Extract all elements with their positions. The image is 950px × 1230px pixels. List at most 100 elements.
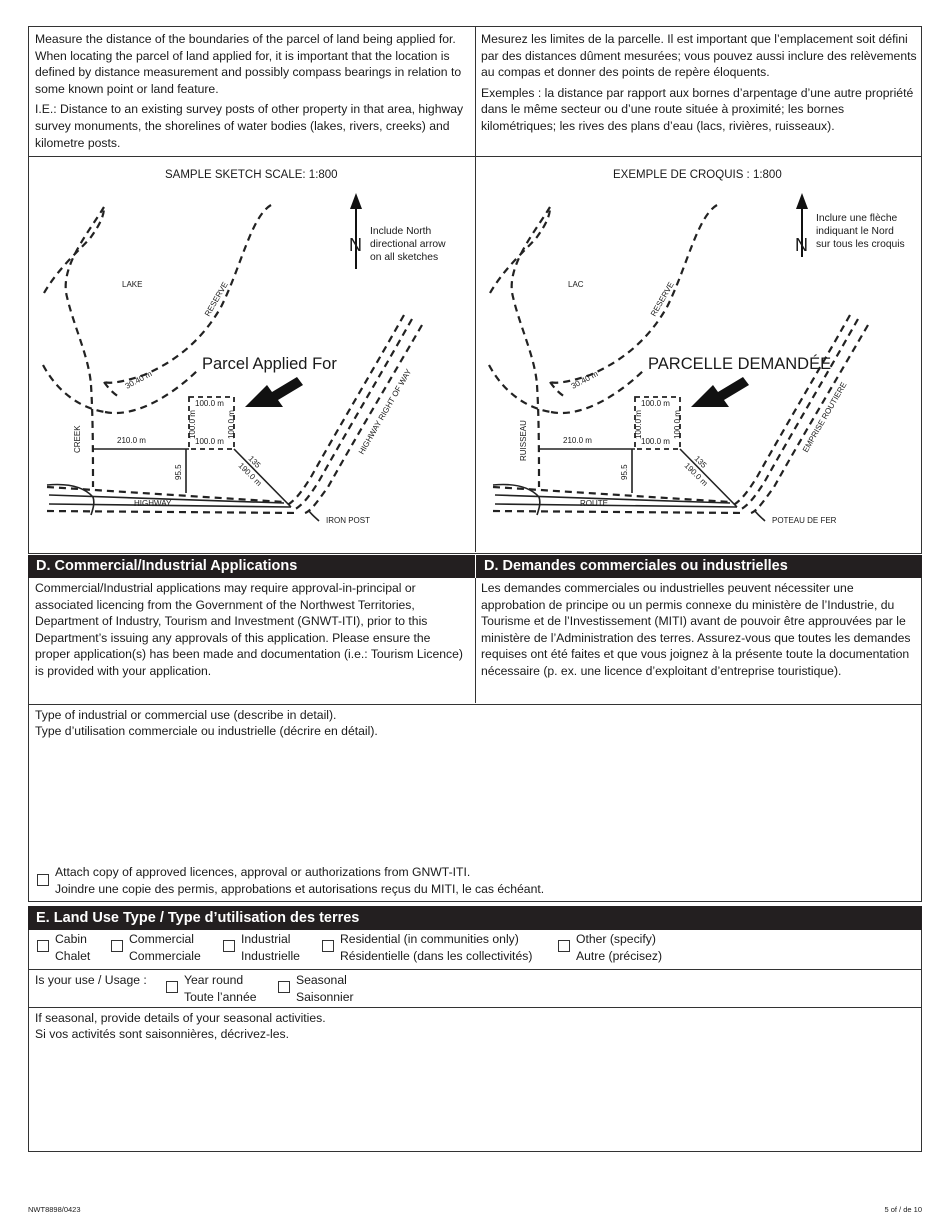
- highway-top: [46, 485, 285, 504]
- highway-row-3: [750, 324, 869, 515]
- intro-en-p2: I.E.: Distance to an existing survey pos…: [35, 102, 464, 150]
- intro-table: Measure the distance of the boundaries o…: [28, 26, 922, 157]
- year-round-checkbox[interactable]: [166, 981, 178, 993]
- sketch-en: N SAMPLE SKETCH SCALE: 1:800 Include Nor…: [42, 169, 446, 525]
- industrial-label: Industrial Industrielle: [241, 931, 300, 964]
- lake-shore-lower: [488, 364, 552, 414]
- seasonal-label-fr-text: Si vos activités sont saisonnières, décr…: [35, 1027, 290, 1041]
- lake-shore-right: [510, 206, 551, 386]
- highway-bottom: [46, 509, 300, 515]
- commercial-label-fr: Commerciale: [129, 948, 201, 963]
- intro-divider: [475, 27, 476, 156]
- parcel-label: Parcel Applied For: [202, 355, 337, 373]
- road-line-2: [48, 503, 292, 508]
- residential-label: Residential (in communities only) Réside…: [340, 931, 532, 964]
- cabin-label-fr: Chalet: [55, 948, 91, 963]
- cabin-checkbox[interactable]: [37, 940, 49, 952]
- north-note-3: sur tous les croquis: [816, 239, 905, 250]
- use-description-input[interactable]: [35, 745, 915, 863]
- seasonal-details-input[interactable]: [35, 1048, 915, 1146]
- usage-label: Is your use / Usage :: [35, 973, 147, 987]
- measure-diag: [233, 448, 292, 508]
- intro-fr: Mesurez les limites de la parcelle. Il e…: [481, 31, 917, 139]
- road-line: [494, 494, 731, 504]
- residential-label-fr: Résidentielle (dans les collectivités): [340, 948, 533, 963]
- highway-label: ROUTE: [580, 499, 608, 508]
- other-label-fr: Autre (précisez): [576, 948, 663, 963]
- sketch-area: [28, 156, 922, 554]
- commercial-checkbox[interactable]: [111, 940, 123, 952]
- lake-shore-left: [43, 206, 106, 294]
- dist-100-right: 100.0 m: [227, 410, 236, 439]
- dist-100-left: 100.0 m: [634, 410, 643, 439]
- cabin-label: Cabin Chalet: [55, 931, 90, 964]
- highway-row-label: EMPRISE ROUTIERE: [801, 381, 849, 454]
- section-d-text-en: Commercial/Industrial applications may r…: [35, 581, 463, 678]
- north-note-2: directional arrow: [370, 239, 446, 250]
- dist-955: 95.5: [620, 464, 629, 480]
- reserve-label: RESERVE: [649, 281, 676, 318]
- creek-stub: [46, 483, 95, 516]
- sketch-divider: [475, 156, 476, 552]
- road-line-2: [494, 503, 738, 508]
- other-checkbox[interactable]: [558, 940, 570, 952]
- seasonal-label-en: Seasonal: [296, 973, 347, 987]
- dist-100-left: 100.0 m: [188, 410, 197, 439]
- lake-shore-lower: [42, 364, 106, 414]
- section-e-header: E. Land Use Type / Type d’utilisation de…: [28, 906, 922, 930]
- post-hook: [308, 510, 320, 522]
- land-use-types-row: Cabin Chalet Commercial Commerciale Indu…: [28, 930, 922, 970]
- industrial-checkbox[interactable]: [223, 940, 235, 952]
- page-number: 5 of / de 10: [884, 1205, 922, 1214]
- parcel-label: PARCELLE DEMANDÉE: [648, 354, 831, 373]
- north-note-1: Inclure une flèche: [816, 213, 898, 224]
- dist-210: 210.0 m: [563, 436, 592, 445]
- north-arrow-icon: [350, 193, 362, 269]
- attach-label-en: Attach copy of approved licences, approv…: [55, 865, 471, 879]
- lake-shore-right: [64, 206, 105, 386]
- attach-checkbox[interactable]: [37, 874, 49, 886]
- shore-lower-3: [103, 381, 120, 398]
- cabin-label-en: Cabin: [55, 932, 87, 946]
- reserve-line: [549, 204, 718, 384]
- other-label-en: Other (specify): [576, 932, 656, 946]
- lake-label: LAKE: [122, 280, 142, 289]
- dist-210: 210.0 m: [117, 436, 146, 445]
- parcel-arrow-icon: [245, 377, 303, 407]
- dist-3040: 30.40 m: [124, 369, 154, 391]
- year-round-label-en: Year round: [184, 973, 244, 987]
- creek-label: RUISSEAU: [519, 420, 528, 461]
- north-arrow-icon: [796, 193, 808, 257]
- year-round-label-fr: Toute l’année: [184, 989, 257, 1004]
- north-note-3: on all sketches: [370, 252, 438, 263]
- seasonal-label-en-text: If seasonal, provide details of your sea…: [35, 1011, 326, 1025]
- highway-row-2: [291, 318, 413, 512]
- seasonal-label: Seasonal Saisonnier: [296, 972, 354, 1005]
- shore-lower-3: [549, 381, 566, 398]
- reserve-line: [103, 204, 272, 384]
- dist-955: 95.5: [174, 464, 183, 480]
- section-d-text-fr: Les demandes commerciales ou industriell…: [481, 581, 911, 678]
- highway-label: HIGHWAY: [134, 499, 172, 508]
- industrial-label-fr: Industrielle: [241, 948, 300, 963]
- highway-row-1: [729, 314, 851, 508]
- seasonal-checkbox[interactable]: [278, 981, 290, 993]
- parcel-box: [188, 396, 235, 450]
- highway-row-3: [304, 324, 423, 515]
- residential-checkbox[interactable]: [322, 940, 334, 952]
- usage-row: Is your use / Usage : Year round Toute l…: [28, 969, 922, 1008]
- other-label: Other (specify) Autre (précisez): [576, 931, 662, 964]
- dist-100-mid: 100.0 m: [641, 437, 670, 446]
- commercial-label-en: Commercial: [129, 932, 195, 946]
- north-letter: N: [795, 235, 808, 255]
- lake-label: LAC: [568, 280, 584, 289]
- reserve-label: RESERVE: [203, 281, 230, 318]
- lake-shore-left: [489, 206, 552, 294]
- use-label-en: Type of industrial or commercial use (de…: [35, 708, 337, 722]
- creek-line: [89, 384, 95, 488]
- year-round-label: Year round Toute l’année: [184, 972, 257, 1005]
- intro-en-p1: Measure the distance of the boundaries o…: [35, 32, 462, 96]
- section-d-header-en: D. Commercial/Industrial Applications: [28, 555, 475, 578]
- dist-100-right: 100.0 m: [673, 410, 682, 439]
- highway-row-2: [737, 318, 859, 512]
